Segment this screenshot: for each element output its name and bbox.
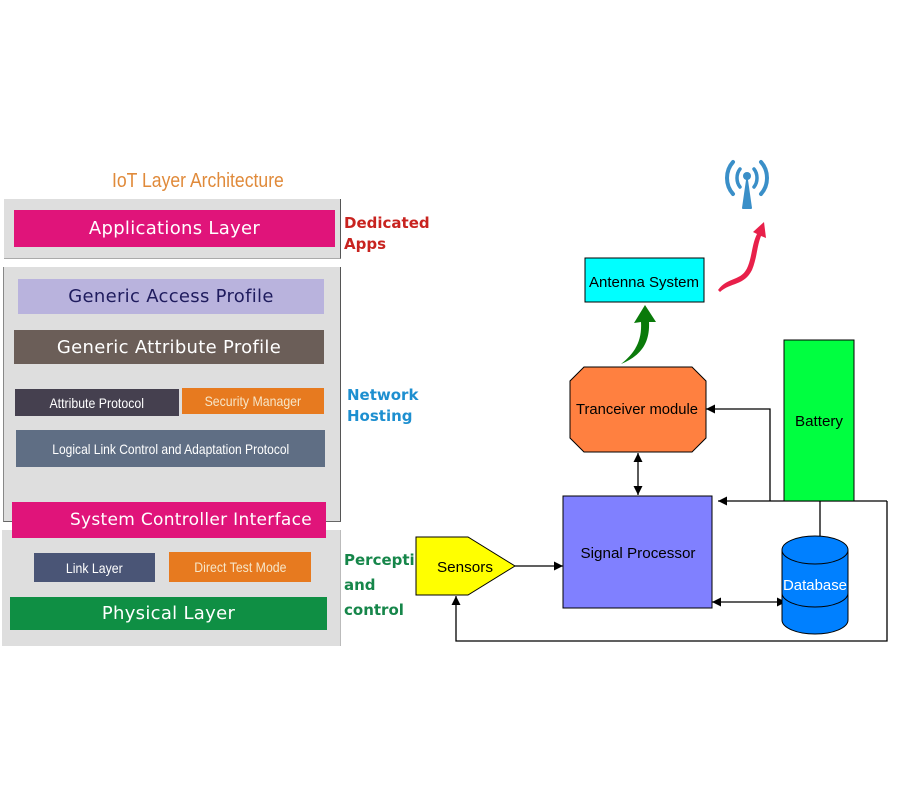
system-controller-interface-layer: System Controller Interface [12,502,326,538]
network-label-line1: Network [347,386,419,404]
attribute-protocol-layer: Attribute Protocol [15,389,179,416]
network-hosting-label: Network Hosting [347,385,418,427]
transceiver-module-label: Tranceiver module [576,401,698,418]
perception-label-line3: control [344,601,404,619]
database-cylinder [781,535,849,635]
system-controller-interface-label: System Controller Interface [69,510,312,530]
perception-control-label: Perception and control [344,548,415,623]
red-wireless-arrow [718,222,766,292]
applications-layer: Applications Layer [14,210,335,247]
wireless-tower-icon [725,160,769,209]
generic-access-profile-layer: Generic Access Profile [18,279,324,314]
transceiver-module-box [569,366,707,453]
perception-label-line1: Perception [344,551,415,569]
link-layer: Link Layer [34,553,155,582]
battery-label: Battery [795,413,843,430]
connector-feedback-to-sensors [451,501,888,642]
network-label-line2: Hosting [347,407,413,425]
direct-test-mode-layer: Direct Test Mode [169,552,311,582]
dedicated-label-line1: Dedicated [344,214,430,232]
green-uplink-arrow [621,305,656,364]
antenna-system-box [584,257,705,303]
signal-processor-label: Signal Processor [581,545,696,562]
dedicated-label-line2: Apps [344,235,387,253]
l2cap-label: Logical Link Control and Adaptation Prot… [52,440,289,457]
sensors-box [415,536,516,596]
database-label: Database [783,577,847,594]
link-layer-label: Link Layer [66,559,123,576]
sensors-label: Sensors [437,559,493,576]
architecture-title: IoT Layer Architecture [112,170,284,192]
security-manager-layer: Security Manager [182,388,324,414]
dedicated-apps-label: Dedicated Apps [344,213,430,255]
attribute-protocol-label: Attribute Protocol [49,394,145,411]
physical-layer: Physical Layer [10,597,327,630]
iot-layer-architecture: IoT Layer Architecture Applications Laye… [0,0,450,660]
connector-bus-to-transceiver [706,404,771,501]
perception-label-line2: and [344,576,376,594]
antenna-system-label: Antenna System [589,274,699,291]
signal-processor-box [562,495,713,609]
security-manager-label: Security Manager [204,393,302,409]
battery-box [783,339,855,502]
l2cap-layer: Logical Link Control and Adaptation Prot… [16,430,325,467]
direct-test-mode-label: Direct Test Mode [193,559,287,575]
generic-attribute-profile-layer: Generic Attribute Profile [14,330,324,364]
